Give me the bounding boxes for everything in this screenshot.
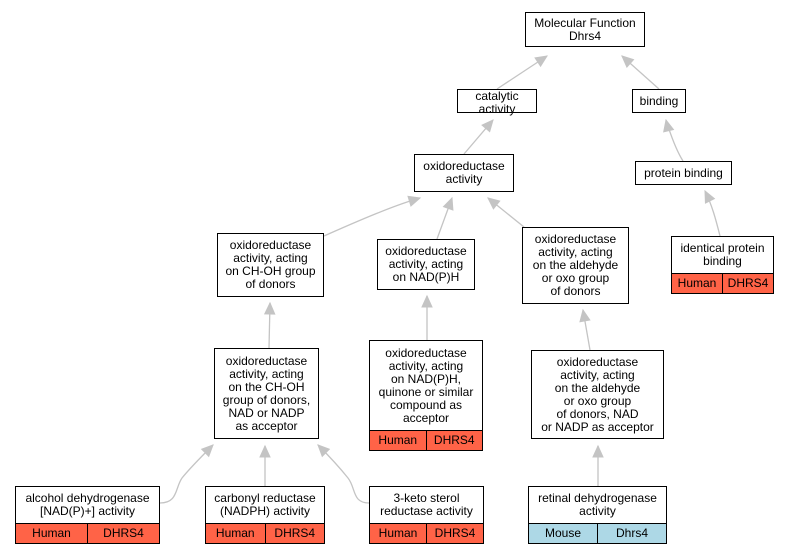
arrowhead — [421, 294, 433, 308]
edge-choh-group-to-oxidoreductase — [323, 195, 422, 237]
arrowhead — [704, 189, 716, 204]
species-cell: Human — [672, 274, 722, 293]
node-label: oxidoreductase activity, acting on CH-OH… — [225, 238, 316, 291]
gene-cell: DHRS4 — [722, 274, 773, 293]
annotation-row: Human DHRS4 — [370, 430, 482, 450]
species-cell: Human — [206, 524, 265, 543]
node-label: protein binding — [644, 165, 723, 180]
node-label: 3-keto sterol reductase activity — [380, 491, 473, 518]
arrowhead — [259, 444, 271, 458]
arrowhead — [442, 196, 454, 211]
species-cell: Human — [370, 524, 426, 543]
gene-cell: DHRS4 — [87, 524, 159, 543]
node-label: alcohol dehydrogenase [NAD(P)+] activity — [25, 491, 150, 518]
node-oxidoreductase-choh-nad[interactable]: oxidoreductase activity, acting on the C… — [214, 348, 319, 439]
node-label: oxidoreductase activity, acting on NAD(P… — [385, 244, 467, 284]
gene-cell: DHRS4 — [264, 524, 324, 543]
edge-identical-to-protein-binding — [704, 189, 721, 237]
node-oxidoreductase-aldehyde-oxo[interactable]: oxidoreductase activity, acting on the a… — [522, 227, 629, 304]
node-label: oxidoreductase activity, acting on the a… — [532, 232, 619, 298]
node-label: oxidoreductase activity — [423, 159, 505, 186]
gene-cell: DHRS4 — [425, 431, 482, 450]
node-oxidoreductase-aldehyde-nad[interactable]: oxidoreductase activity, acting on the a… — [531, 350, 664, 439]
node-label: carbonyl reductase (NADPH) activity — [214, 491, 316, 518]
node-label: identical protein binding — [680, 241, 765, 268]
node-label: oxidoreductase activity, acting on NAD(P… — [378, 345, 474, 425]
edge-keto-to-choh-nad — [317, 444, 370, 504]
node-label: retinal dehydrogenase activity — [538, 491, 657, 518]
edge-alcohol-to-choh-nad — [159, 444, 214, 504]
annotation-row: Mouse Dhrs4 — [529, 523, 666, 543]
arrowhead — [621, 55, 635, 68]
node-oxidoreductase-choh-group[interactable]: oxidoreductase activity, acting on CH-OH… — [217, 233, 324, 297]
annotation-row: Human DHRS4 — [206, 523, 324, 543]
edge-binding-to-mf — [621, 55, 660, 90]
arrowhead — [317, 444, 331, 458]
edge-aldehyde-nad-to-aldehyde-oxo — [579, 308, 591, 351]
node-binding[interactable]: binding — [632, 89, 686, 113]
species-cell: Human — [370, 431, 426, 450]
edge-aldehyde-oxo-to-oxidoreductase — [487, 197, 525, 228]
node-label: binding — [639, 93, 679, 108]
node-molecular-function[interactable]: Molecular Function Dhrs4 — [525, 12, 645, 47]
arrowhead — [592, 444, 604, 458]
edge-choh-nad-to-choh-group — [263, 301, 276, 349]
edge-nadph-to-oxidoreductase — [436, 196, 454, 240]
node-alcohol-dehydrogenase[interactable]: alcohol dehydrogenase [NAD(P)+] activity… — [15, 486, 160, 544]
edge-retinal-to-aldehyde-nad — [592, 444, 604, 486]
arrowhead — [263, 301, 276, 315]
arrowhead — [481, 119, 494, 133]
edge-catalytic-to-mf — [496, 55, 549, 90]
edge-quinone-to-nadph — [421, 294, 433, 340]
arrowhead — [200, 444, 214, 458]
node-label: oxidoreductase activity, acting on the a… — [541, 354, 654, 434]
node-carbonyl-reductase[interactable]: carbonyl reductase (NADPH) activity Huma… — [205, 486, 325, 544]
node-protein-binding[interactable]: protein binding — [635, 161, 732, 185]
edge-protein-binding-to-binding — [663, 118, 684, 162]
node-label: oxidoreductase activity, acting on the C… — [222, 353, 311, 433]
node-label: catalytic activity — [475, 89, 519, 116]
arrowhead — [663, 118, 675, 133]
arrowhead — [534, 55, 549, 68]
node-identical-protein-binding[interactable]: identical protein binding Human DHRS4 — [671, 236, 774, 294]
arrowhead — [487, 197, 501, 210]
arrowhead — [407, 195, 422, 207]
species-cell: Human — [16, 524, 87, 543]
annotation-row: Human DHRS4 — [16, 523, 159, 543]
edge-oxidoreductase-to-catalytic — [463, 119, 494, 155]
annotation-row: Human DHRS4 — [370, 523, 483, 543]
node-label: Molecular Function Dhrs4 — [534, 15, 636, 43]
gene-cell: DHRS4 — [426, 524, 483, 543]
annotation-row: Human DHRS4 — [672, 273, 773, 293]
edge-carbonyl-to-choh-nad — [259, 444, 271, 486]
node-catalytic-activity[interactable]: catalytic activity — [457, 89, 537, 116]
arrowhead — [579, 308, 591, 323]
gene-cell: Dhrs4 — [597, 524, 666, 543]
node-oxidoreductase-activity[interactable]: oxidoreductase activity — [414, 154, 514, 192]
node-oxidoreductase-nadph[interactable]: oxidoreductase activity, acting on NAD(P… — [377, 239, 475, 290]
node-oxidoreductase-quinone[interactable]: oxidoreductase activity, acting on NAD(P… — [369, 340, 483, 451]
node-3-keto-sterol-reductase[interactable]: 3-keto sterol reductase activity Human D… — [369, 486, 484, 544]
species-cell: Mouse — [529, 524, 597, 543]
node-retinal-dehydrogenase[interactable]: retinal dehydrogenase activity Mouse Dhr… — [528, 486, 667, 544]
